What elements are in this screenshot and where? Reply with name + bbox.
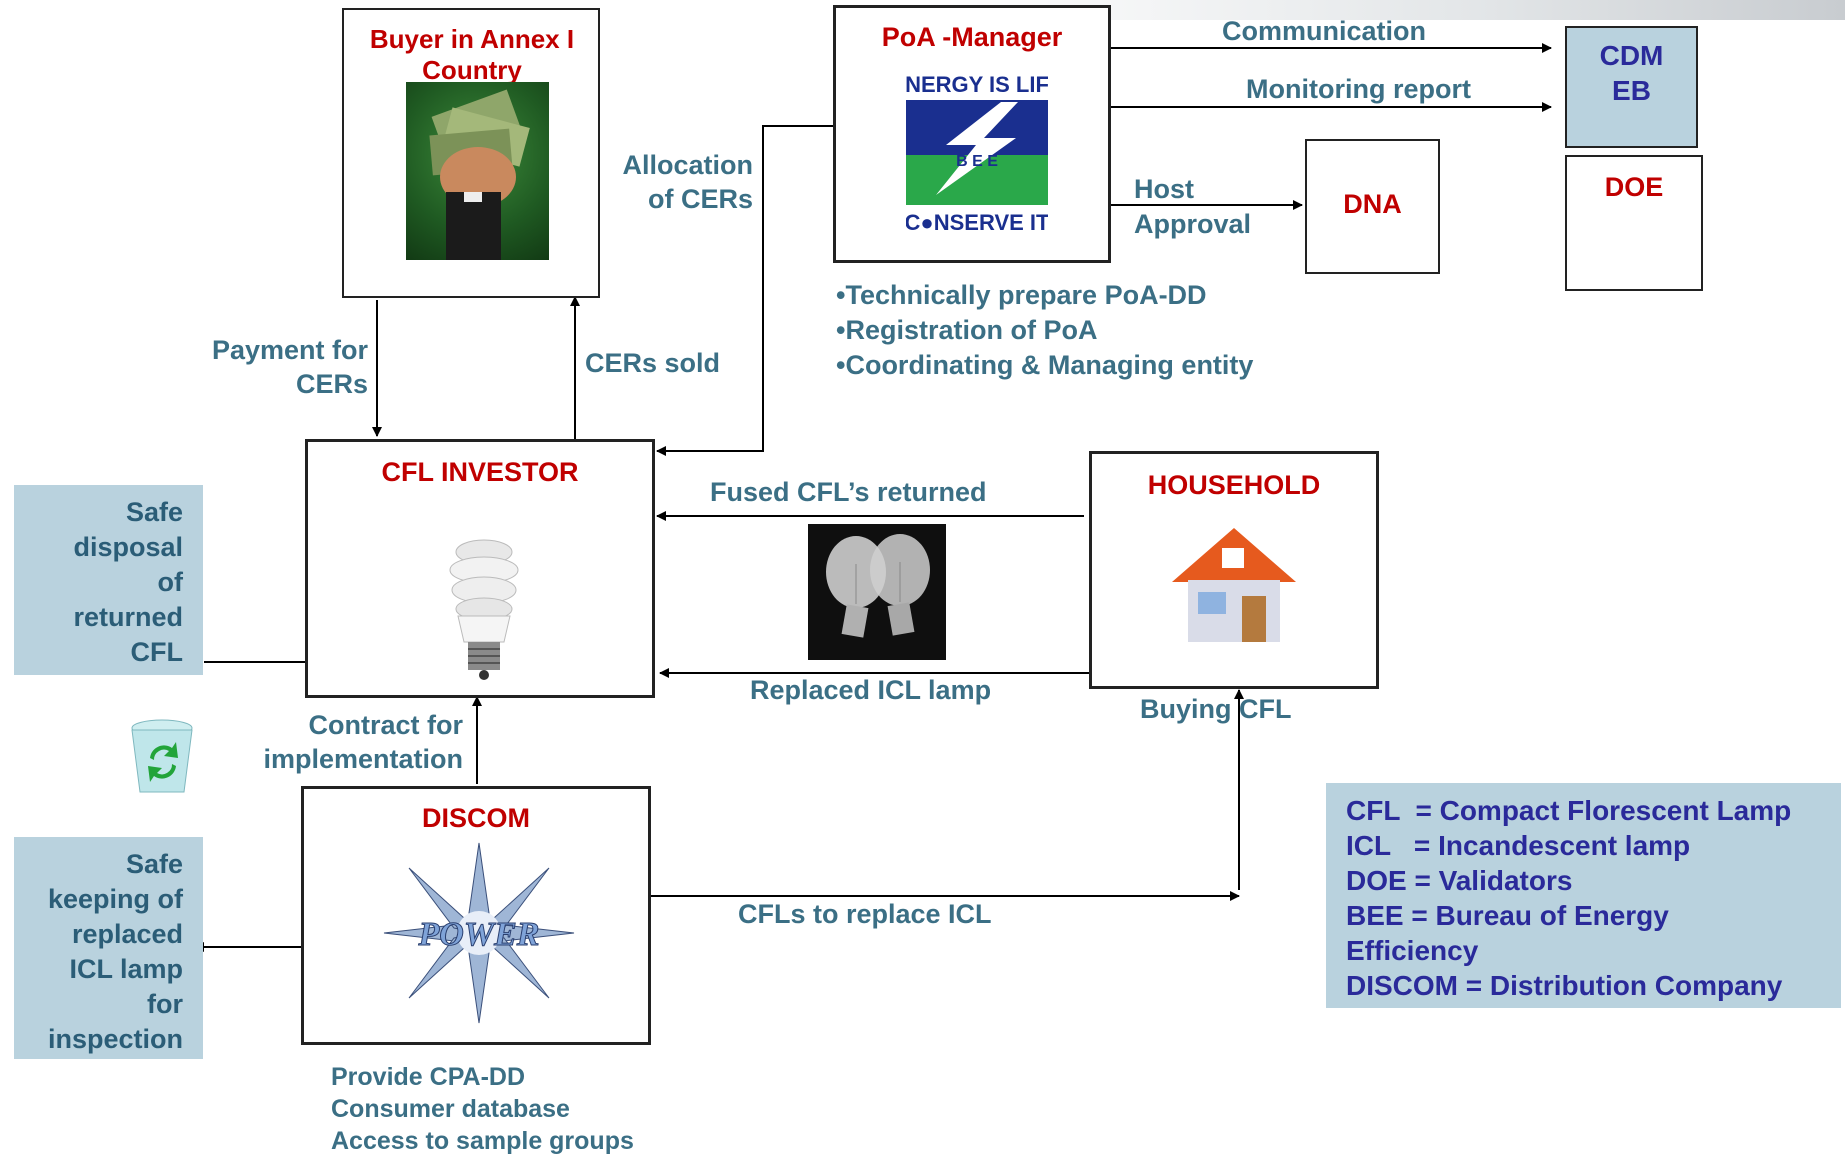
power-logo-icon: POWER [364,833,594,1033]
legend-line: CFL = Compact Florescent Lamp [1346,795,1792,826]
safe-keeping-line: keeping of [47,884,183,914]
poa-manager-node: PoA -Manager ENERGY IS LIFE B E E C●NSER… [833,5,1111,263]
communication-label: Communication [1222,16,1427,46]
safe-keeping-line: Safe [125,849,183,879]
poa-bullet: •Technically prepare PoA-DD [836,280,1207,310]
discom-note: Access to sample groups [331,1127,634,1155]
household-title: HOUSEHOLD [1147,470,1321,500]
discom-note: Consumer database [331,1095,570,1123]
cdm-eb-title-line2: EB [1612,75,1651,106]
fused-returned-label: Fused CFL’s returned [710,477,987,507]
legend-line: BEE = Bureau of Energy [1346,900,1669,931]
recycle-bin-icon [124,718,200,796]
safe-disposal-line: of [157,567,183,597]
safe-keeping-line: replaced [71,919,183,949]
poa-bullet: •Registration of PoA [836,315,1098,345]
discom-title: DISCOM [422,803,530,833]
poa-manager-title: PoA -Manager [881,22,1063,52]
discom-notes: Provide CPA-DD Consumer database Access … [331,1061,634,1157]
cdm-eb-node: CDM EB [1565,26,1698,148]
safe-keeping-line: inspection [47,1024,183,1054]
allocation-label: Allocation of CERs [600,148,753,216]
legend-line: ICL = Incandescent lamp [1346,830,1691,861]
host-approval-label: Host Approval [1134,172,1251,242]
contract-label: Contract for implementation [235,708,463,776]
bee-bottom-text: C●NSERVE IT [906,210,1048,235]
safe-disposal-line: returned [73,602,183,632]
safe-keeping-line: ICL lamp [69,954,183,984]
allocation-line1: Allocation [622,150,753,180]
buyer-node: Buyer in Annex I Country [342,8,600,298]
abbreviation-legend: CFL = Compact Florescent Lamp ICL = Inca… [1326,783,1841,1008]
doe-title: DOE [1604,172,1664,202]
monitoring-report-label: Monitoring report [1246,74,1471,104]
allocation-line2: of CERs [647,184,753,214]
safe-keeping-box: Safe keeping of replaced ICL lamp for in… [14,837,203,1059]
cers-sold-label: CERs sold [585,348,721,378]
buyer-title: Buyer in Annex I Country [369,24,575,85]
cdm-eb-title-line1: CDM [1599,40,1664,71]
contract-line1: Contract for [308,710,464,740]
bee-mid-text: B E E [956,153,998,170]
legend-line: DISCOM = Distribution Company [1346,970,1783,1001]
dna-node: DNA [1305,139,1440,274]
legend-line: Efficiency [1346,935,1479,966]
bee-top-text: ENERGY IS LIFE [906,72,1048,97]
poa-bullets: •Technically prepare PoA-DD •Registratio… [836,278,1253,382]
cfl-investor-node: CFL INVESTOR [305,439,655,698]
payment-label: Payment for CERs [168,333,368,401]
doe-node: DOE [1565,155,1703,291]
replaced-icl-label: Replaced ICL lamp [750,675,992,705]
legend-line: DOE = Validators [1346,865,1573,896]
power-logo-text: POWER [418,916,540,953]
house-icon [1164,520,1304,650]
safe-disposal-line: disposal [73,532,183,562]
discom-node: DISCOM POWER [301,786,651,1045]
incandescent-bulbs-icon [808,524,946,660]
discom-note: Provide CPA-DD [331,1063,526,1091]
cfls-replace-label: CFLs to replace ICL [738,899,992,929]
contract-line2: implementation [263,744,463,774]
household-node: HOUSEHOLD [1089,451,1379,689]
dna-title: DNA [1343,189,1402,219]
poa-bullet: •Coordinating & Managing entity [836,350,1254,380]
money-in-hand-icon [406,82,549,260]
safe-disposal-box: Safe disposal of returned CFL [14,485,203,675]
payment-line1: Payment for [211,335,368,365]
buying-cfl-label: Buying CFL [1140,694,1292,724]
safe-disposal-line: CFL [130,637,183,667]
host-approval-line2: Approval [1134,209,1252,239]
safe-disposal-line: Safe [125,497,183,527]
payment-line2: CERs [295,369,368,399]
safe-keeping-line: for [147,989,183,1019]
bee-logo-icon: ENERGY IS LIFE B E E C●NSERVE IT [890,70,1063,238]
allocation-arrow [656,125,834,456]
cfl-investor-title: CFL INVESTOR [381,457,579,487]
cfl-bulb-icon [434,532,534,682]
host-approval-line1: Host [1134,174,1194,204]
